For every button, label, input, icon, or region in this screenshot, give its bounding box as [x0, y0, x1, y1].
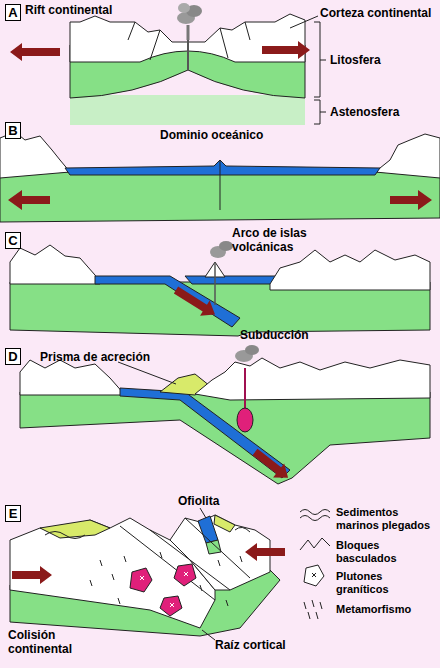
panel-letter-box: B: [5, 122, 21, 139]
legend-text: Metamorfismo: [336, 603, 411, 615]
panel-letter: D: [8, 350, 17, 363]
diagram-label: Corteza continental: [320, 6, 440, 20]
diagram-label: Colisión continental: [8, 628, 88, 656]
diagram-label: Subducción: [240, 328, 340, 342]
diagram-label: Litosfera: [330, 53, 430, 67]
legend-text: Sedimentos marinos plegados: [336, 506, 430, 531]
panel-letter-box: D: [5, 348, 21, 365]
panel-b: [0, 132, 440, 222]
legend-entry: Sedimentos marinos plegados: [336, 506, 438, 532]
panel-letter-box: C: [5, 232, 21, 249]
diagram-label: Dominio oceánico: [160, 128, 280, 142]
diagram-label: Arco de islas volcánicas: [232, 226, 320, 254]
diagram-label: Raíz cortical: [215, 638, 305, 652]
legend-entry: Plutones graníticos: [336, 570, 438, 596]
panel-letter-box: A: [5, 4, 21, 21]
diagram-label: Prisma de acreción: [40, 350, 170, 364]
diagram-label: Astenosfera: [330, 105, 430, 119]
panel-d: [20, 345, 430, 485]
panel-letter: A: [8, 6, 17, 19]
panel-letter: C: [8, 234, 17, 247]
panel-letter-box: E: [5, 505, 21, 522]
panel-e: [10, 508, 330, 640]
diagram-label: Rift continental: [25, 3, 135, 17]
diagram-label: Ofiolita: [178, 494, 248, 508]
panel-c: [10, 241, 430, 336]
panel-a: [10, 3, 326, 125]
legend-entry: Bloques basculados: [336, 539, 438, 565]
legend-text: Bloques basculados: [336, 539, 397, 564]
panel-letter: B: [8, 124, 17, 137]
legend-entry: Metamorfismo: [336, 603, 438, 616]
panel-letter: E: [9, 507, 18, 520]
legend-text: Plutones graníticos: [336, 570, 389, 595]
